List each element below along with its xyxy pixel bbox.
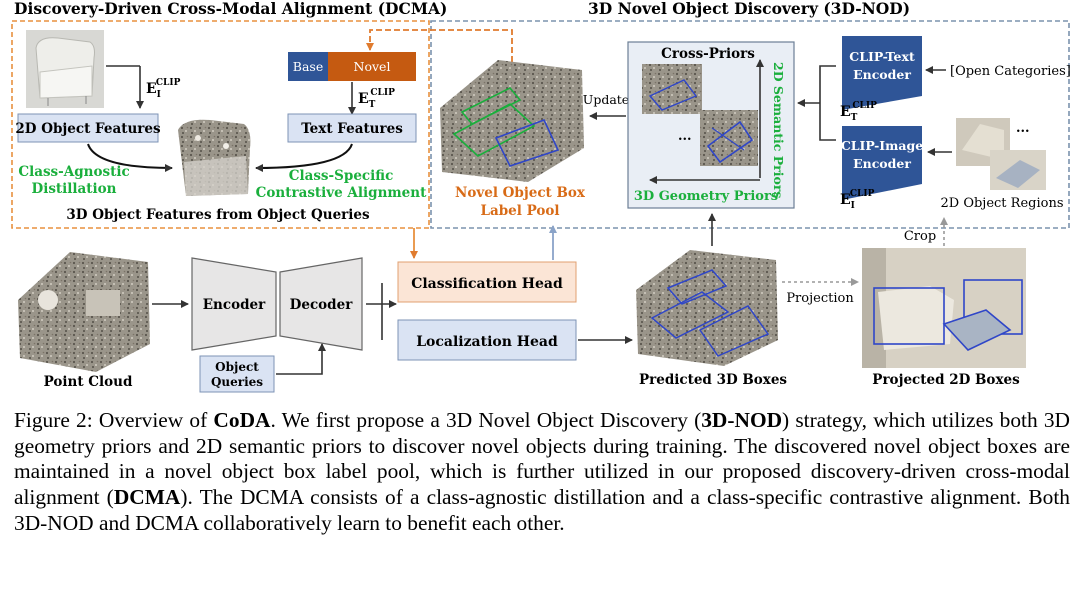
encoder-label: Encoder [203,297,266,313]
cross-priors-ellipsis: ... [678,129,692,144]
features-from-queries-label: 3D Object Features from Object Queries [66,207,370,223]
novel-update-arrow [366,29,513,80]
dcma-title: Discovery-Driven Cross-Modal Alignment (… [14,0,447,18]
label-pool-line1: Novel Object Box [455,185,586,201]
caption-label: Figure 2: [14,408,93,432]
clip-image-symbol: EICLIP [146,78,181,100]
localization-head [397,319,577,361]
decoder-label: Decoder [290,297,354,313]
scene-point-cloud-icon [440,60,584,182]
nod-title: 3D Novel Object Discovery (3D-NOD) [588,0,910,18]
projected-boxes-label: Projected 2D Boxes [872,372,1020,388]
text-features-label: Text Features [301,121,403,137]
object-regions-ellipsis: ... [1016,121,1030,136]
cross-prior-samples-icon [642,64,758,166]
base-label: Base [293,59,323,74]
caption-text-2: . We first propose a 3D Novel Object Dis… [270,408,702,432]
nod-clip-image-symbol: EICLIP [840,189,875,211]
encoder-block [191,257,277,351]
clip-text-encoder-line2: Encoder [853,67,911,82]
update-label: Update [583,92,629,107]
caption-text-4: ). The DCMA consists of a class-agnostic… [14,485,1071,535]
projection-label: Projection [786,291,854,306]
clip-image-encoder [842,126,922,200]
crop-label: Crop [904,229,936,244]
caption-nod: 3D-NOD [701,408,783,432]
clip-text-encoder [842,36,922,110]
projected-boxes-icon [862,248,1026,368]
object-features-2d-label: 2D Object Features [15,121,161,137]
class-agnostic-line2: Distillation [32,181,117,197]
cross-priors-label: Cross-Priors [661,46,755,62]
classification-head-label: Classification Head [411,276,563,292]
nod-clip-text-symbol: ETCLIP [840,101,877,123]
class-specific-line1: Class-Specific [289,168,394,184]
open-categories-label: [Open Categories] [950,64,1071,79]
semantic-priors-label: 2D Semantic Priors [771,62,786,198]
predicted-boxes-icon [636,250,778,366]
caption-coda: CoDA [213,408,271,432]
dcma-box [11,20,430,229]
caption-text-1: Overview of [92,408,214,432]
object-queries-box [199,355,275,393]
novel-label: Novel [354,59,391,74]
object-queries-line1: Object [215,360,259,374]
clip-image-encoder-line1: CLIP-Image [841,138,923,153]
nod-box [430,20,1070,229]
class-specific-line2: Contrastive Alignment [256,185,427,201]
clip-image-encoder-line2: Encoder [853,156,911,171]
caption-dcma: DCMA [113,485,181,510]
class-agnostic-line1: Class-Agnostic [18,164,129,180]
chair-photo-icon [26,30,104,108]
clip-text-symbol: ETCLIP [358,88,395,110]
decoder-block [279,257,363,351]
object-regions-label: 2D Object Regions [941,196,1064,211]
clip-text-encoder-line1: CLIP-Text [849,49,915,64]
object-features-2d-box [17,113,159,143]
classification-head [397,261,577,303]
point-cloud-chair-icon [178,119,251,196]
label-pool-line2: Label Pool [480,203,559,219]
figure-diagram: Discovery-Driven Cross-Modal Alignment (… [11,0,1071,393]
geometry-priors-label: 3D Geometry Priors [634,189,778,204]
point-cloud-icon [18,252,150,372]
localization-head-label: Localization Head [416,334,558,350]
text-features-box [287,113,417,143]
figure-caption: Figure 2: Overview of CoDA. We first pro… [14,408,1070,537]
base-segment [288,52,328,81]
predicted-boxes-label: Predicted 3D Boxes [639,372,787,388]
caption-text-3: ) strategy, which utilizes both 3D geome… [14,408,1071,510]
point-cloud-label: Point Cloud [44,374,133,390]
object-queries-line2: Queries [211,375,263,389]
novel-segment [328,52,416,81]
object-regions-icon [956,118,1046,190]
